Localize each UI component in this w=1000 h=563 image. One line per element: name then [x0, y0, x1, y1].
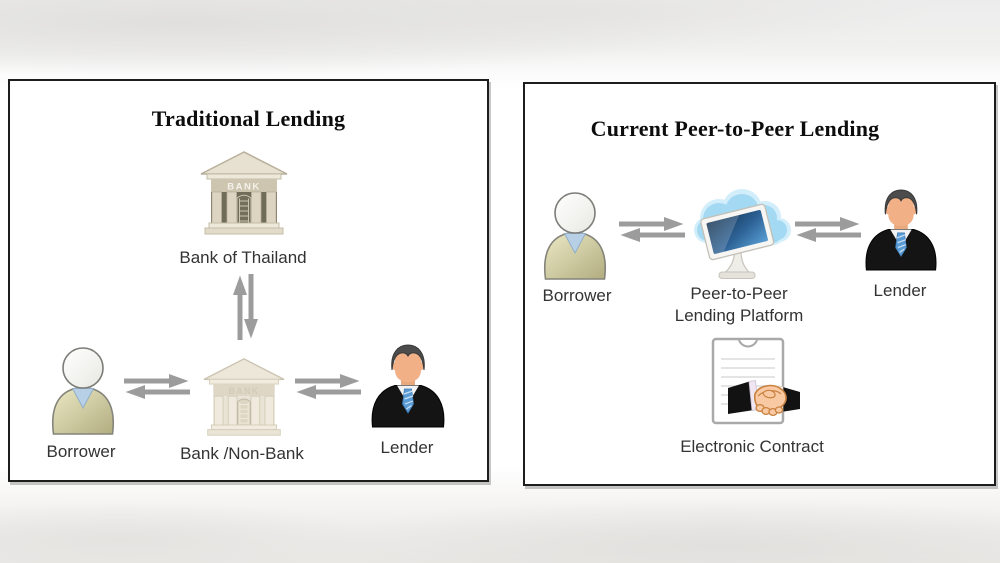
- bank-nonbank-icon: BANK: [203, 358, 285, 436]
- double-arrow-horizontal-icon: [795, 217, 861, 242]
- panel-traditional-lending: Traditional Lending BANK Bank of Thailan…: [8, 79, 489, 482]
- lender-label: Lender: [380, 438, 434, 457]
- lender-businessman-icon: [371, 344, 445, 428]
- lender-businessman-icon: [865, 189, 937, 271]
- bank-sign-text-faded: BANK: [228, 386, 259, 396]
- panel-peer-to-peer-lending: Current Peer-to-Peer Lending Borrower: [523, 82, 996, 486]
- double-arrow-horizontal-icon: [124, 374, 190, 399]
- borrower-label: Borrower: [46, 442, 116, 461]
- lender-label: Lender: [873, 281, 927, 300]
- p2p-platform-cloud-icon: [694, 189, 791, 279]
- panel-title: Current Peer-to-Peer Lending: [590, 116, 880, 141]
- bank-sign-text: BANK: [227, 182, 260, 193]
- panel-title: Traditional Lending: [151, 106, 346, 131]
- borrower-person-icon: [51, 347, 115, 435]
- central-bank-label: Bank of Thailand: [179, 248, 307, 267]
- platform-label-line2: Lending Platform: [674, 306, 804, 325]
- borrower-label: Borrower: [542, 286, 612, 305]
- bank-icon: BANK: [200, 151, 288, 235]
- bank-nonbank-label: Bank /Non-Bank: [180, 444, 304, 463]
- double-arrow-horizontal-icon: [619, 217, 685, 242]
- electronic-contract-label: Electronic Contract: [680, 437, 824, 456]
- platform-label-line1: Peer-to-Peer: [690, 284, 788, 303]
- double-arrow-vertical-icon: [233, 274, 258, 340]
- electronic-contract-icon: [711, 337, 800, 425]
- borrower-person-icon: [543, 192, 607, 280]
- double-arrow-horizontal-icon: [295, 374, 361, 399]
